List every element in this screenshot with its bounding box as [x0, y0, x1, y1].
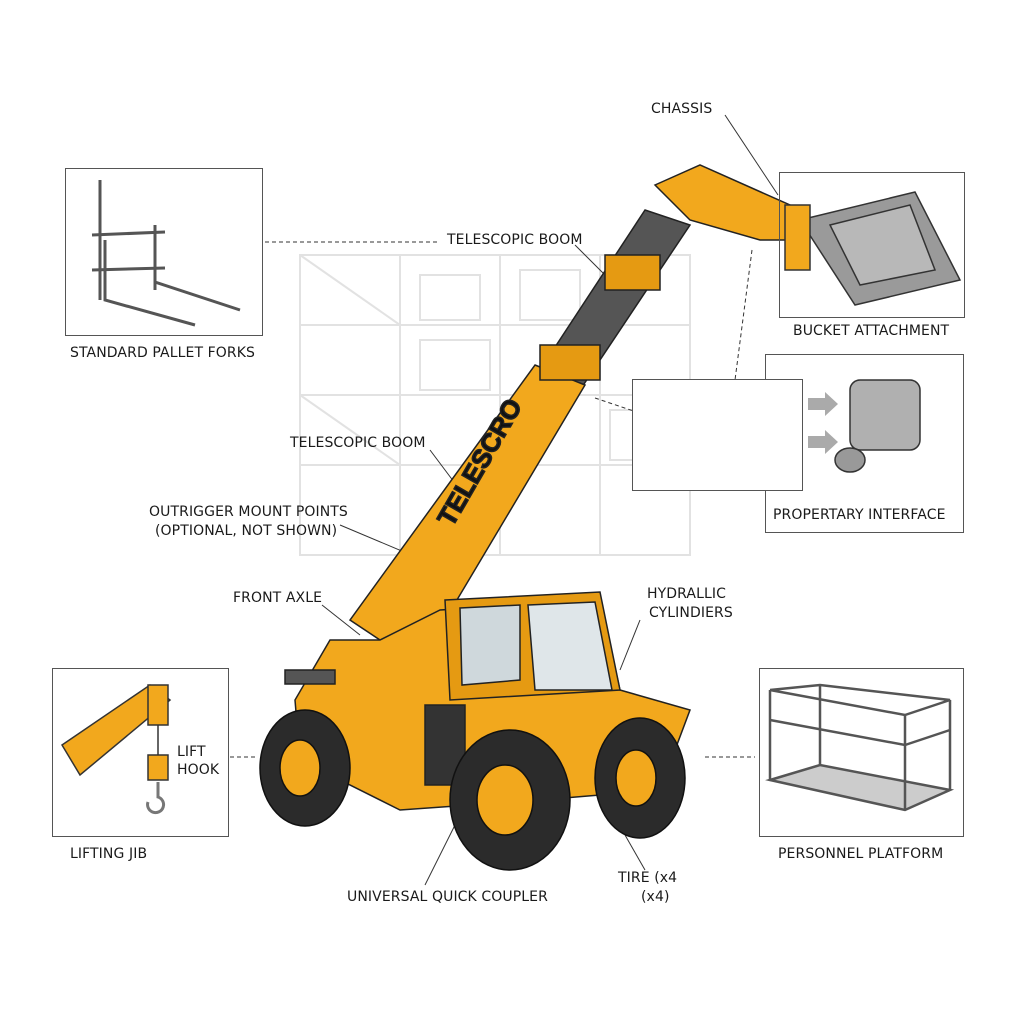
label-proprietary-interface: PROPERTARY INTERFACE: [773, 507, 946, 523]
label-lift-hook-line1: LIFT: [177, 744, 206, 760]
label-hydraulic-line2: CYLINDIERS: [649, 605, 733, 621]
label-bucket-attachment: BUCKET ATTACHMENT: [793, 323, 950, 339]
tire-front-right: [594, 717, 686, 839]
tires: [259, 709, 686, 871]
tire-rear-left: [259, 709, 351, 827]
label-universal-quick-coupler: UNIVERSAL QUICK COUPLER: [347, 889, 548, 905]
pallet-forks-illustration: [91, 180, 241, 327]
label-hydraulic-line1: HYDRALLIC: [647, 586, 727, 602]
pallet-forks-inset: [65, 168, 263, 336]
bucket-illustration: [784, 191, 962, 306]
tire-front-left: [449, 729, 571, 871]
personnel-platform-inset: [759, 668, 964, 837]
label-lift-hook-line2: HOOK: [177, 762, 220, 778]
label-tire-line1: TIRE (x4: [618, 870, 678, 886]
bucket-attachment-inset: [779, 172, 965, 318]
label-chassis: CHASSIS: [651, 101, 713, 117]
personnel-platform-illustration: [765, 683, 955, 812]
label-outrigger-line1: OUTRIGGER MOUNT POINTS: [149, 504, 348, 520]
label-standard-pallet-forks: STANDARD PALLET FORKS: [70, 345, 256, 361]
label-outrigger-line2: (OPTIONAL, NOT SHOWN): [155, 523, 338, 539]
machine-body: [284, 591, 691, 811]
label-front-axle: FRONT AXLE: [233, 590, 323, 606]
label-lifting-jib: LIFTING JIB: [70, 846, 148, 862]
label-tire-line2: (x4): [641, 889, 670, 905]
label-telescopic-boom-top: TELESCOPIC BOOM: [447, 232, 583, 248]
lifting-jib-illustration: [60, 684, 172, 815]
label-telescopic-boom-mid: TELESCOPIC BOOM: [290, 435, 426, 451]
label-personnel-platform: PERSONNEL PLATFORM: [778, 846, 944, 862]
interface-detail-inset: [632, 379, 803, 491]
lifting-jib-inset: [52, 668, 229, 837]
